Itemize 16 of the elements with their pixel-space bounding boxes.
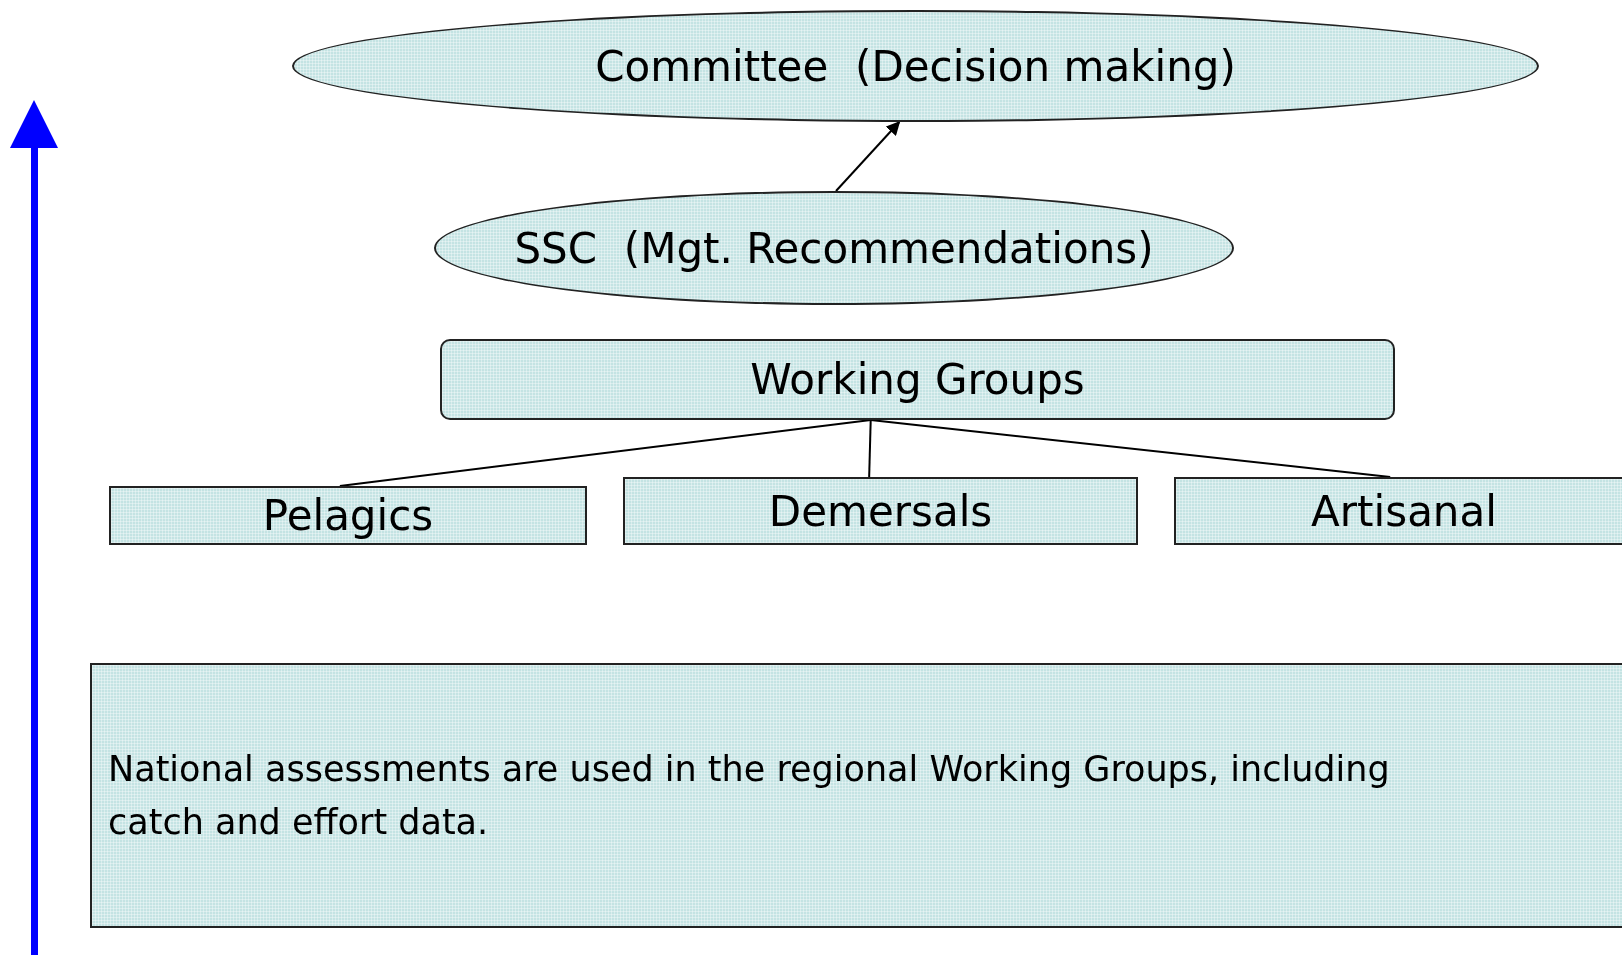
rounded-box — [623, 477, 1138, 545]
rounded-box — [90, 663, 1622, 928]
rounded-box — [109, 486, 587, 545]
connector-line — [868, 419, 872, 478]
connector-line — [338, 419, 872, 487]
arrow — [835, 120, 901, 192]
node-label: National assessments are used in the regional Working Groups, including catch and effort data. — [108, 748, 1391, 844]
rounded-box — [1174, 477, 1622, 545]
node-label: SSC (Mgt. Recommendations) — [514, 222, 1154, 275]
node-label: Artisanal — [1311, 485, 1497, 538]
connector-line — [869, 419, 1392, 478]
node-label: Pelagics — [262, 490, 434, 542]
node-label: Committee (Decision making) — [595, 40, 1236, 93]
rounded-box — [440, 339, 1395, 420]
node-label: Demersals — [768, 485, 993, 538]
node-label: Working Groups — [750, 354, 1085, 406]
